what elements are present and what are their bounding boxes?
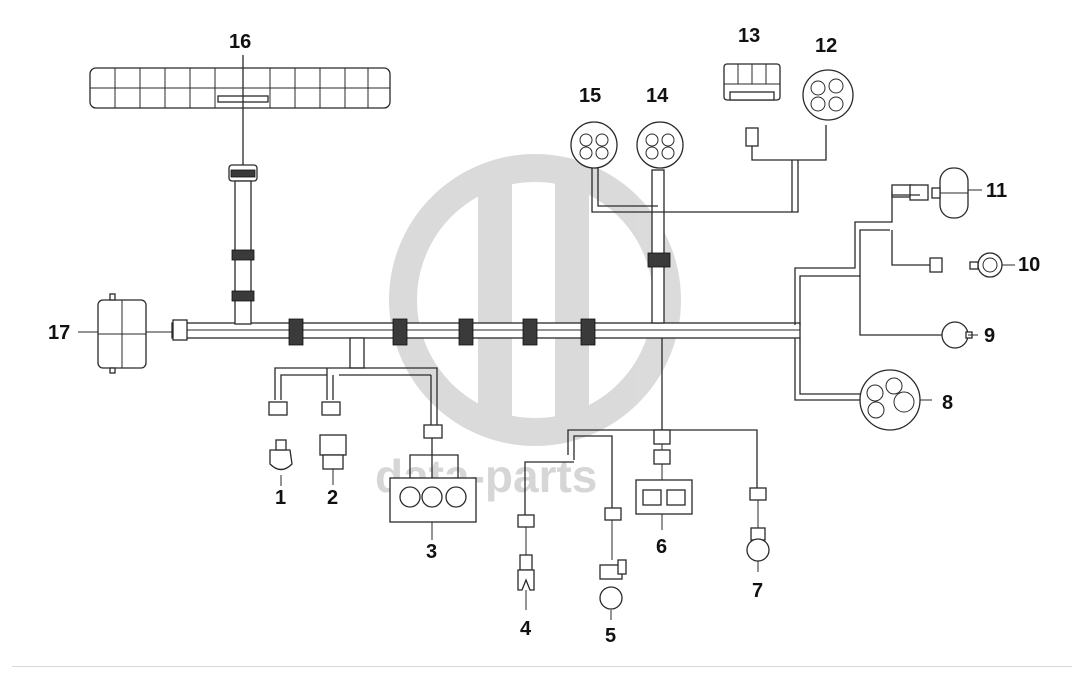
callout-5: 5 bbox=[605, 625, 616, 647]
indicator-13 bbox=[723, 63, 781, 101]
junction-box-17 bbox=[78, 293, 172, 374]
regulator-6 bbox=[635, 464, 693, 530]
lamp-14 bbox=[636, 121, 684, 169]
callout-9: 9 bbox=[984, 325, 995, 347]
lamp-15 bbox=[570, 121, 618, 169]
footer-divider bbox=[12, 666, 1072, 667]
leader-lines bbox=[280, 189, 1015, 620]
callout-1: 1 bbox=[275, 487, 286, 509]
callout-8: 8 bbox=[942, 392, 953, 414]
front-light-branch bbox=[591, 125, 827, 324]
watermark-logo bbox=[389, 154, 681, 446]
callout-3: 3 bbox=[426, 541, 437, 563]
callout-7: 7 bbox=[752, 580, 763, 602]
flasher-2 bbox=[319, 434, 347, 485]
callout-13: 13 bbox=[738, 25, 760, 47]
headlight-12 bbox=[802, 69, 854, 121]
relay-1 bbox=[269, 439, 293, 485]
fuse-block-3 bbox=[389, 477, 477, 540]
rear-light-bar-16 bbox=[89, 55, 391, 325]
callout-10: 10 bbox=[1018, 254, 1040, 276]
main-harness bbox=[171, 318, 801, 346]
callout-15: 15 bbox=[579, 85, 601, 107]
connector-4 bbox=[517, 527, 535, 591]
lamp-8 bbox=[859, 369, 921, 431]
callout-12: 12 bbox=[815, 35, 837, 57]
right-branch bbox=[794, 184, 943, 401]
bulb-7 bbox=[746, 500, 770, 562]
lower-left-branch bbox=[268, 337, 459, 480]
horn-5 bbox=[599, 520, 627, 610]
callout-11: 11 bbox=[986, 180, 1007, 202]
bulb-9 bbox=[941, 321, 973, 349]
lower-right-branch bbox=[517, 338, 767, 528]
sensor-11 bbox=[931, 167, 969, 219]
switch-10 bbox=[969, 252, 1003, 278]
callout-4: 4 bbox=[520, 618, 532, 640]
callout-6: 6 bbox=[656, 536, 667, 558]
callout-17: 17 bbox=[48, 322, 70, 344]
callout-2: 2 bbox=[327, 487, 338, 509]
callout-14: 14 bbox=[646, 85, 669, 107]
callout-16: 16 bbox=[229, 31, 251, 53]
